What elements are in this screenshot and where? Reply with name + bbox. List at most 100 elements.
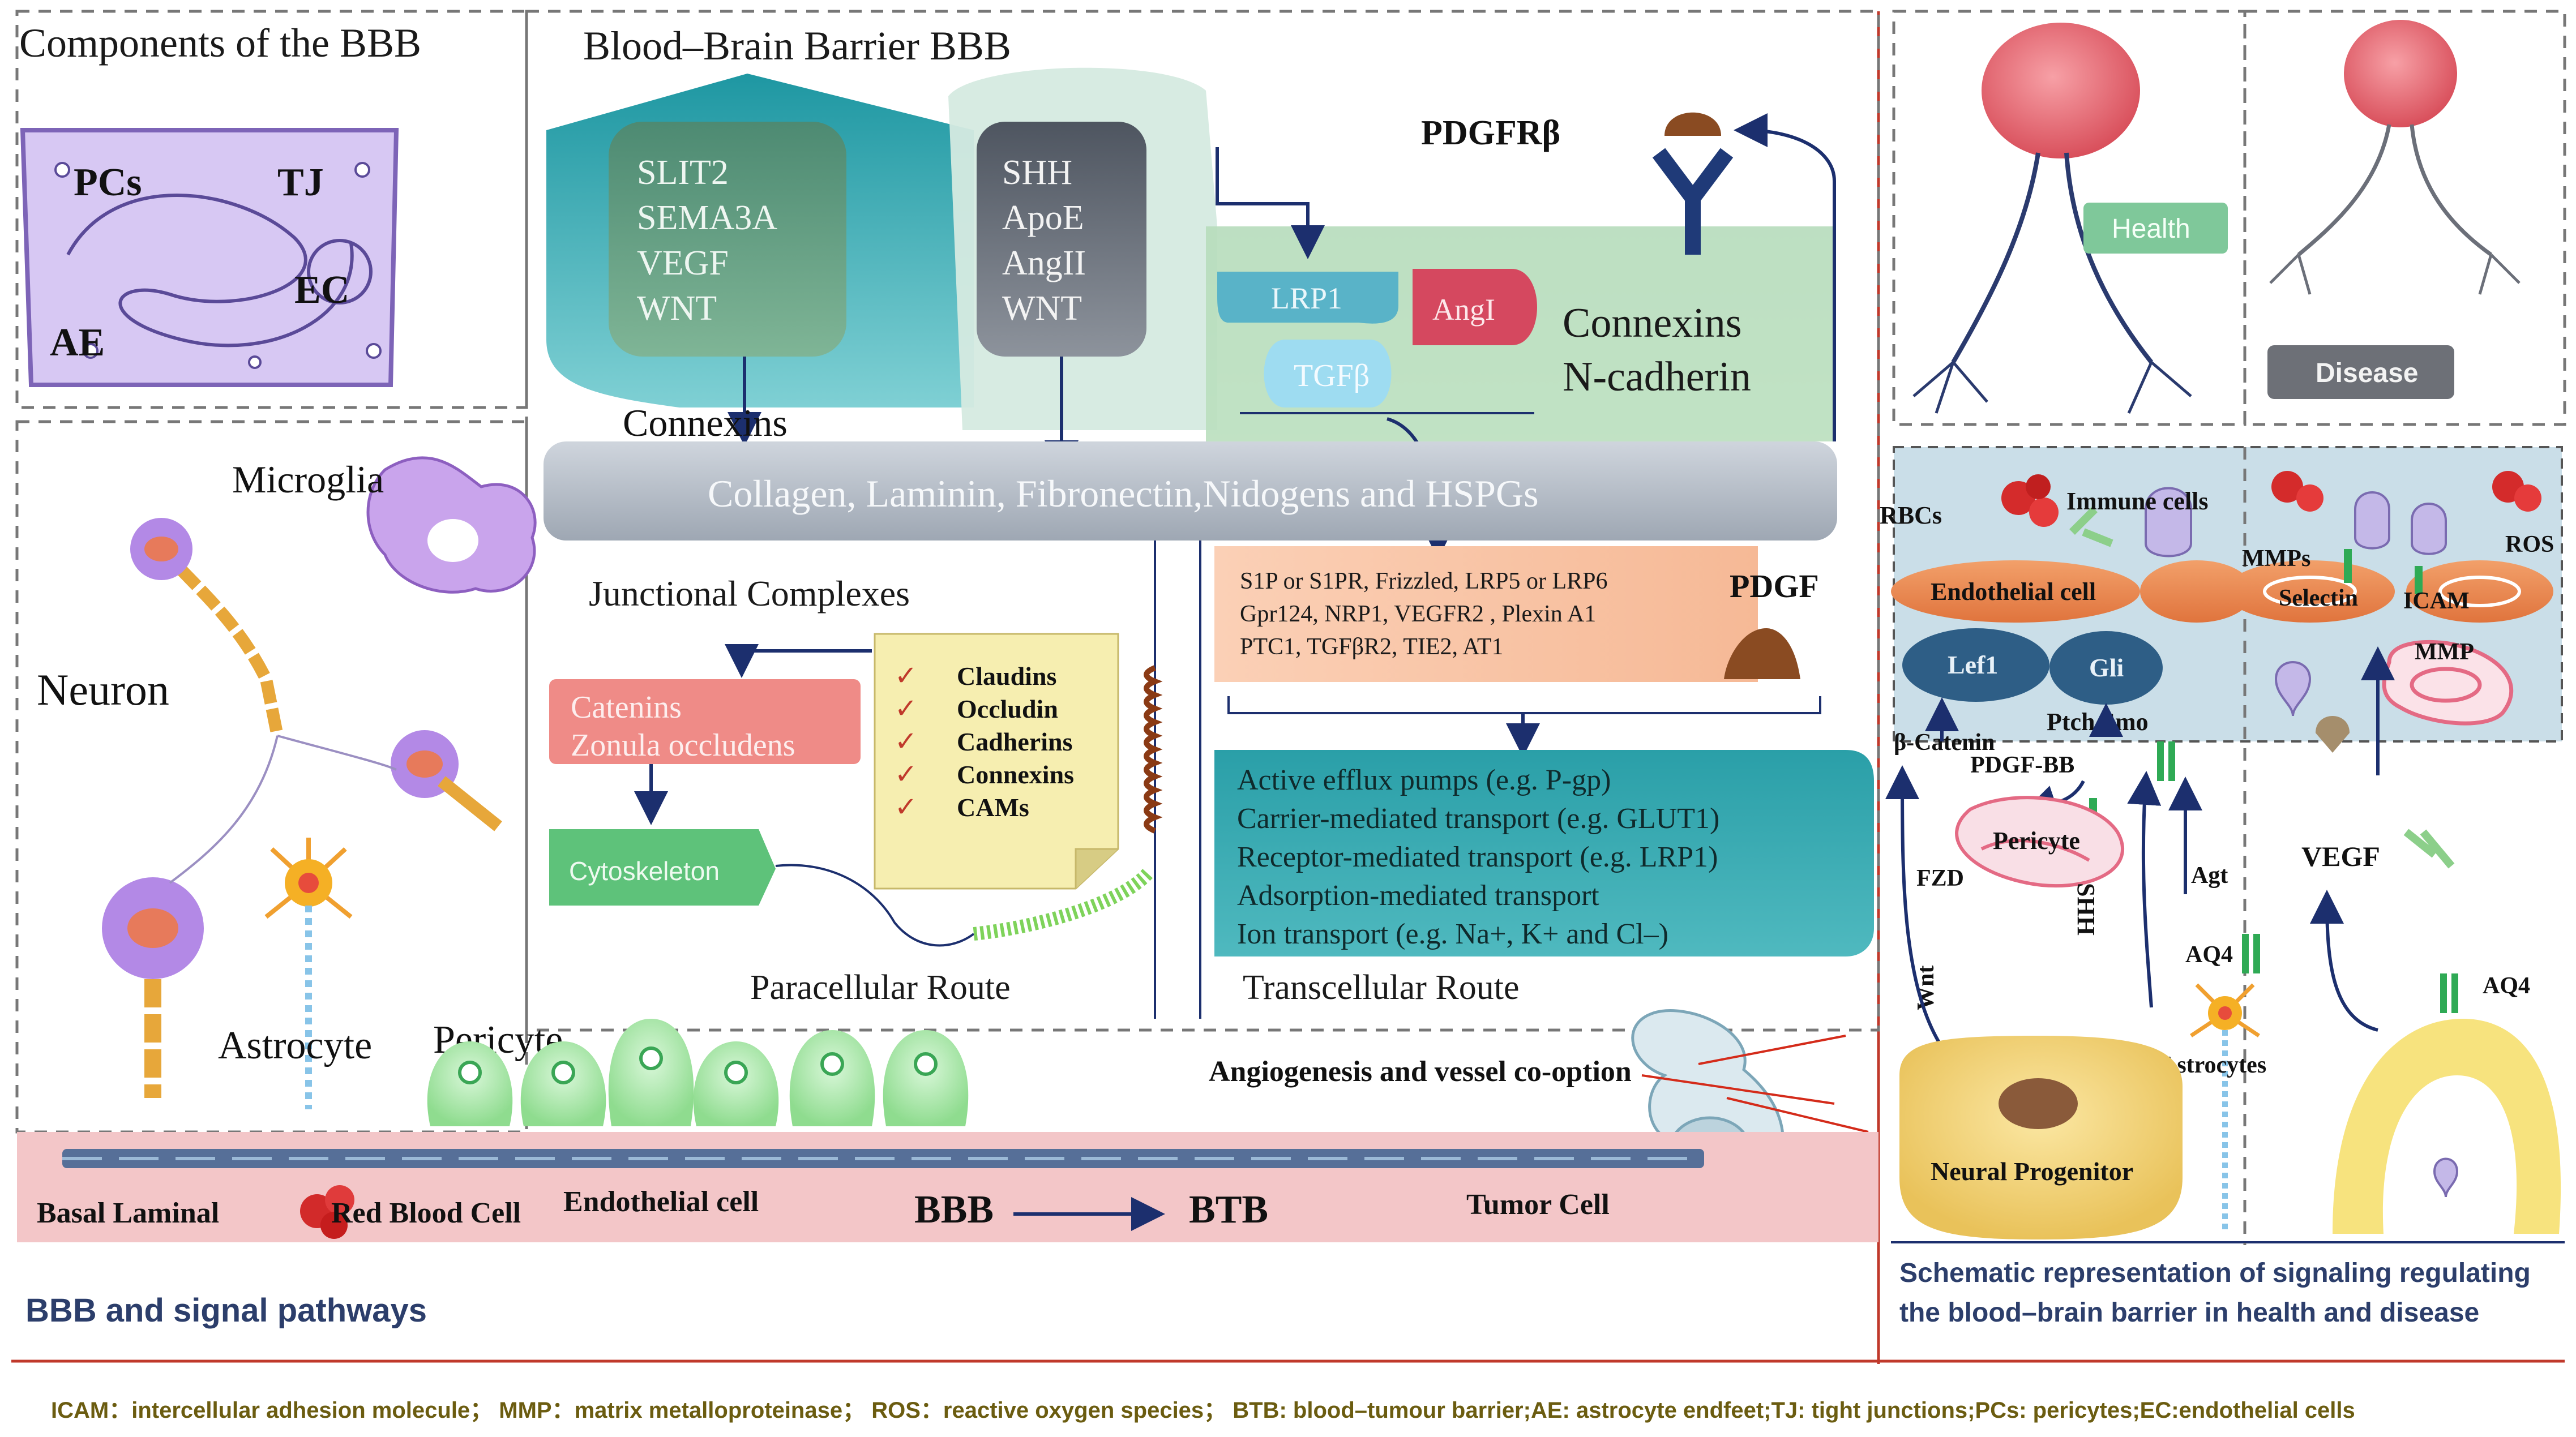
neural-progenitor bbox=[1899, 1036, 2183, 1239]
note-item-cadherins: Cadherins bbox=[957, 727, 1072, 756]
components-title: Components of the BBB bbox=[19, 20, 421, 66]
label-b-catenin: β-Catenin bbox=[1894, 730, 1995, 756]
pdgfrb-receptor bbox=[1652, 112, 1734, 255]
bbb-components-cell bbox=[20, 128, 399, 387]
catenins-line-1: Catenins bbox=[571, 690, 682, 725]
label-fzd: FZD bbox=[1916, 865, 1964, 891]
note-item-claudins: Claudins bbox=[957, 662, 1056, 690]
teal-box-item-2: SEMA3A bbox=[637, 199, 777, 237]
label-immune-cells: Immune cells bbox=[2066, 487, 2209, 515]
junction-zipper bbox=[973, 867, 1155, 941]
arrow-vegf-source bbox=[2310, 890, 2378, 1032]
transport-line-2: Carrier-mediated transport (e.g. GLUT1) bbox=[1237, 803, 1719, 835]
note-item-cams: CAMs bbox=[957, 793, 1029, 822]
disease-vessel bbox=[2333, 1019, 2561, 1234]
tgfb-shape bbox=[1264, 340, 1392, 407]
vegf-ligand bbox=[2403, 829, 2455, 869]
check-3: ✓ bbox=[895, 727, 917, 757]
label-aq4-a: AQ4 bbox=[2185, 942, 2233, 968]
label-gli: Gli bbox=[2089, 653, 2124, 682]
pericyte-right bbox=[1955, 796, 2124, 888]
transport-line-5: Ion transport (e.g. Na+, K+ and Cl–) bbox=[1237, 918, 1668, 950]
label-bbb: BBB bbox=[914, 1188, 994, 1232]
receptor-line-3: PTC1, TGFβR2, TIE2, AT1 bbox=[1240, 634, 1504, 660]
label-tj: TJ bbox=[277, 161, 324, 204]
label-endothelial-band: Endothelial cell bbox=[1931, 578, 2096, 606]
arrow-agt-up bbox=[2127, 771, 2162, 1008]
label-cytoskeleton: Cytoskeleton bbox=[569, 856, 720, 886]
transport-box bbox=[1214, 750, 1874, 956]
label-connexins-1: Connexins bbox=[1563, 300, 1742, 346]
label-pdgf-bb: PDGF-BB bbox=[1970, 752, 2074, 778]
diseased-brain bbox=[2269, 20, 2521, 295]
check-2: ✓ bbox=[895, 694, 917, 724]
label-lrp1: LRP1 bbox=[1271, 281, 1342, 315]
label-astrocyte: Astrocyte bbox=[218, 1024, 372, 1067]
label-disease: Disease bbox=[2316, 358, 2418, 388]
angi-shape bbox=[1413, 269, 1537, 345]
arrow-to-lrp1 bbox=[1216, 147, 1325, 259]
label-ros: ROS bbox=[2505, 531, 2554, 557]
label-red-blood-cell: Red Blood Cell bbox=[331, 1197, 521, 1229]
health-badge bbox=[2083, 203, 2228, 254]
gli-shape bbox=[2049, 631, 2163, 705]
label-health: Health bbox=[2112, 214, 2190, 244]
label-lef1: Lef1 bbox=[1948, 650, 1998, 679]
note-item-occludin: Occludin bbox=[957, 694, 1058, 723]
lef1-shape bbox=[1902, 628, 2049, 702]
label-vegf: VEGF bbox=[2301, 840, 2380, 872]
paracellular-label: Paracellular Route bbox=[750, 968, 1011, 1007]
teal-signal-box bbox=[609, 122, 846, 357]
cytoskeleton-box bbox=[549, 829, 776, 906]
disease-badge bbox=[2267, 345, 2454, 399]
label-angi: AngI bbox=[1432, 293, 1495, 327]
label-endothelial-cell: Endothelial cell bbox=[563, 1186, 759, 1218]
bbb-title: Blood–Brain Barrier BBB bbox=[583, 23, 1011, 68]
receptor-line-1: S1P or S1PR, Frizzled, LRP5 or LRP6 bbox=[1240, 568, 1608, 594]
astrocyte-cell bbox=[264, 838, 353, 1109]
receptor-line-2: Gpr124, NRP1, VEGFR2 , Plexin A1 bbox=[1240, 601, 1596, 627]
arrow-wnt-up bbox=[1885, 765, 1944, 1048]
label-mmp: MMP bbox=[2415, 639, 2474, 665]
disease-panel-border bbox=[2243, 10, 2566, 426]
label-mmps: MMPs bbox=[2242, 546, 2310, 572]
signaling-box-border bbox=[1893, 446, 2563, 743]
check-5: ✓ bbox=[895, 792, 917, 822]
red-blood-cells bbox=[300, 1185, 354, 1239]
gray-signal-box bbox=[977, 122, 1146, 357]
transport-line-1: Active efflux pumps (e.g. P-gp) bbox=[1237, 764, 1611, 796]
label-microglia: Microglia bbox=[232, 458, 384, 501]
check-1: ✓ bbox=[895, 661, 917, 691]
pericyte-row bbox=[427, 1019, 969, 1126]
label-ptch-smo: Ptch Smo bbox=[2047, 708, 2149, 736]
label-rbcs: RBCs bbox=[1880, 501, 1942, 529]
gray-box-item-3: AngII bbox=[1002, 244, 1086, 282]
label-selectin: Selectin bbox=[2279, 585, 2358, 611]
catenins-line-2: Zonula occludens bbox=[571, 728, 795, 763]
transport-line-3: Receptor-mediated transport (e.g. LRP1) bbox=[1237, 841, 1718, 873]
label-basal-laminal: Basal Laminal bbox=[37, 1197, 219, 1229]
gray-box-item-4: WNT bbox=[1002, 289, 1082, 328]
lrp1-shape bbox=[1217, 272, 1398, 324]
immune-cell bbox=[2069, 487, 2447, 557]
components-panel-border bbox=[15, 10, 528, 409]
green-markers bbox=[2089, 549, 2458, 1013]
section-title: BBB and signal pathways bbox=[25, 1292, 427, 1329]
angiogenesis-label: Angiogenesis and vessel co-option bbox=[1209, 1056, 1632, 1088]
mmp-structure bbox=[2382, 640, 2514, 726]
membrane-label: Collagen, Laminin, Fibronectin,Nidogens … bbox=[708, 472, 1539, 515]
neuron-cells bbox=[102, 518, 502, 1098]
transcellular-label: Transcellular Route bbox=[1243, 968, 1519, 1007]
label-btb: BTB bbox=[1189, 1188, 1268, 1232]
endothelial-band bbox=[1891, 560, 2553, 623]
label-ec: EC bbox=[294, 268, 349, 312]
junctional-title: Junctional Complexes bbox=[589, 573, 910, 614]
rbc-cluster-health bbox=[2001, 474, 2059, 527]
label-pcs: PCs bbox=[74, 161, 142, 204]
label-pericyte-right: Pericyte bbox=[1993, 827, 2080, 855]
label-icam: ICAM bbox=[2403, 588, 2470, 614]
caption-line-2: the blood–brain barrier in health and di… bbox=[1899, 1298, 2479, 1328]
label-tumor-cell: Tumor Cell bbox=[1466, 1189, 1610, 1221]
junction-checklist: ✓ Claudins ✓ Occludin ✓ Cadherins ✓ Conn… bbox=[895, 661, 1074, 822]
